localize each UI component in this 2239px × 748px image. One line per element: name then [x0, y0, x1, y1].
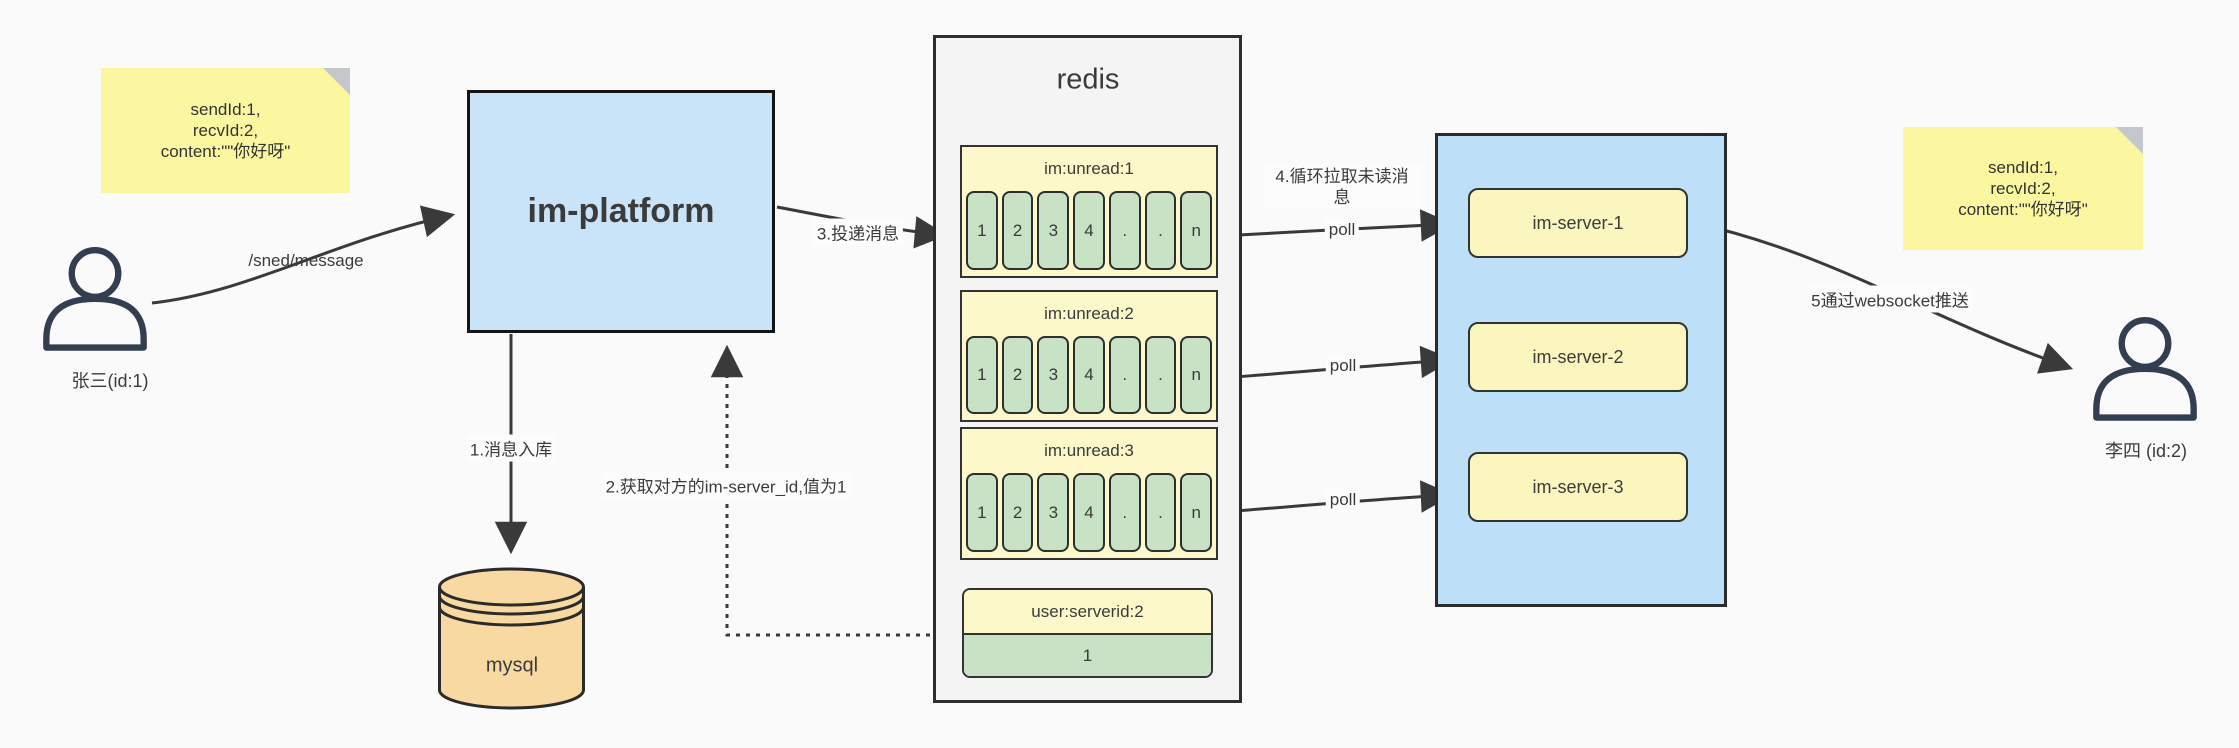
queue-cell: 1: [966, 473, 998, 552]
queue-cell: .: [1144, 473, 1177, 552]
note-line: recvId:2,: [192, 121, 259, 140]
queue-cell: .: [1108, 336, 1141, 414]
note-fold-icon: [2116, 127, 2143, 154]
queue-cell: .: [1108, 473, 1141, 552]
user-icon-sender: [43, 247, 147, 351]
queue-cell: .: [1108, 191, 1141, 270]
note-fold-icon: [323, 68, 350, 95]
im-server-3-node: im-server-3: [1468, 452, 1688, 522]
note-line: content:""你好呀": [160, 142, 291, 161]
user-serverid-box: user:serverid:2 1: [962, 588, 1213, 678]
queue-cell: n: [1180, 336, 1213, 414]
mysql-database-shape: [438, 567, 585, 710]
note-line: content:""你好呀": [1958, 200, 2088, 219]
edge-label-poll-2: poll: [1325, 355, 1361, 377]
redis-title: redis: [1056, 63, 1120, 96]
queue-cell: 4: [1073, 473, 1105, 552]
edge-label-step2: 2.获取对方的im-server_id,值为1: [601, 471, 851, 499]
queue-cell: .: [1144, 191, 1177, 270]
im-server-1-node: im-server-1: [1468, 188, 1688, 258]
edge-send-message: [151, 205, 456, 305]
im-server-2-label: im-server-2: [1532, 346, 1624, 367]
queue-title: im:unread:2: [1044, 304, 1134, 323]
im-server-3-label: im-server-3: [1532, 476, 1624, 497]
queue-cells: 1 2 3 4 . . n: [962, 336, 1216, 420]
receiver-label: 李四 (id:2): [2104, 441, 2188, 461]
sticky-note-left: sendId:1, recvId:2, content:""你好呀": [101, 68, 350, 193]
queue-cell: 1: [966, 191, 998, 270]
edge-label-step3: 3.投递消息: [812, 218, 904, 246]
queue-cell: 2: [1001, 473, 1034, 552]
queue-cell: n: [1180, 473, 1213, 552]
edge-label-step4: 4.循环拉取未读消息: [1263, 165, 1421, 209]
user-icon-receiver: [2093, 317, 2197, 421]
edge-get-serverid-dotted: [710, 344, 960, 637]
queue-cell: 4: [1073, 191, 1105, 270]
edge-label-send-api: /sned/message: [248, 251, 364, 270]
kv-value: 1: [964, 635, 1211, 676]
unread-queue-2: im:unread:2 1 2 3 4 . . n: [960, 290, 1218, 422]
queue-cell: 3: [1037, 473, 1070, 552]
edge-label-step5: 5通过websocket推送: [1807, 285, 1973, 313]
queue-cell: 3: [1037, 336, 1070, 414]
queue-cell: 3: [1037, 191, 1070, 270]
im-server-2-node: im-server-2: [1468, 322, 1688, 392]
sticky-note-right: sendId:1, recvId:2, content:""你好呀": [1903, 127, 2143, 250]
sender-label: 张三(id:1): [71, 371, 149, 391]
edge-label-poll-3: poll: [1325, 489, 1361, 511]
edge-label-step1: 1.消息入库: [465, 434, 557, 462]
queue-title: im:unread:3: [1044, 441, 1134, 460]
queue-cells: 1 2 3 4 . . n: [962, 191, 1216, 276]
unread-queue-3: im:unread:3 1 2 3 4 . . n: [960, 427, 1218, 560]
note-line: recvId:2,: [1990, 179, 2056, 198]
im-server-1-label: im-server-1: [1532, 212, 1624, 233]
queue-cells: 1 2 3 4 . . n: [962, 473, 1216, 558]
im-platform-node: im-platform: [467, 90, 775, 333]
note-line: sendId:1,: [190, 100, 261, 119]
queue-cell: 2: [1001, 336, 1034, 414]
queue-cell: 1: [966, 336, 998, 414]
queue-title: im:unread:1: [1044, 159, 1134, 178]
kv-title: user:serverid:2: [964, 590, 1211, 635]
queue-cell: n: [1180, 191, 1213, 270]
note-line: sendId:1,: [1988, 158, 2058, 177]
queue-cell: 2: [1001, 191, 1034, 270]
queue-cell: 4: [1073, 336, 1105, 414]
queue-cell: .: [1144, 336, 1177, 414]
unread-queue-1: im:unread:1 1 2 3 4 . . n: [960, 145, 1218, 278]
edge-label-poll-1: poll: [1324, 219, 1360, 241]
mysql-label: mysql: [485, 654, 539, 677]
im-platform-label: im-platform: [527, 192, 715, 230]
